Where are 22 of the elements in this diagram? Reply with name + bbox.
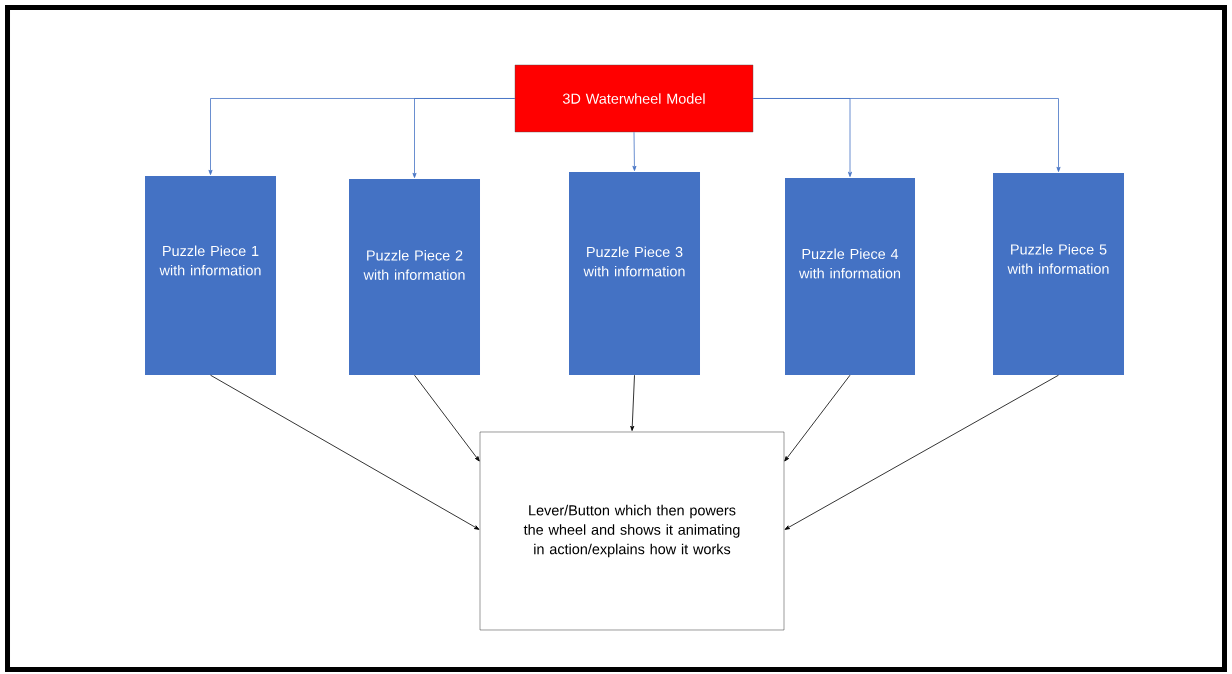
arrow [784, 374, 851, 462]
title-box [514, 64, 754, 133]
process-box [145, 176, 276, 375]
process-box [349, 179, 480, 375]
arrow [632, 131, 637, 171]
arrow [414, 374, 480, 462]
arrow [630, 374, 635, 431]
box-label: Puzzle Piece 1 with information [159, 245, 261, 276]
box-label: 3D Waterwheel Model [562, 93, 705, 104]
arrow [210, 374, 480, 530]
arrow [752, 98, 1061, 172]
process-box [993, 173, 1124, 375]
arrow [412, 98, 516, 178]
box-label: Lever/Button which then powers the wheel and shows it animating in action/explains how it works [523, 504, 740, 558]
box-label: Puzzle Piece 3 with information [583, 246, 685, 277]
process-box [569, 172, 700, 375]
box-label: Puzzle Piece 4 with information [799, 248, 901, 279]
box-label: Puzzle Piece 5 with information [1007, 244, 1109, 274]
box-label: Puzzle Piece 2 with information [363, 250, 465, 280]
process-box [785, 178, 915, 375]
result-box [479, 431, 785, 631]
arrow [784, 374, 1059, 530]
